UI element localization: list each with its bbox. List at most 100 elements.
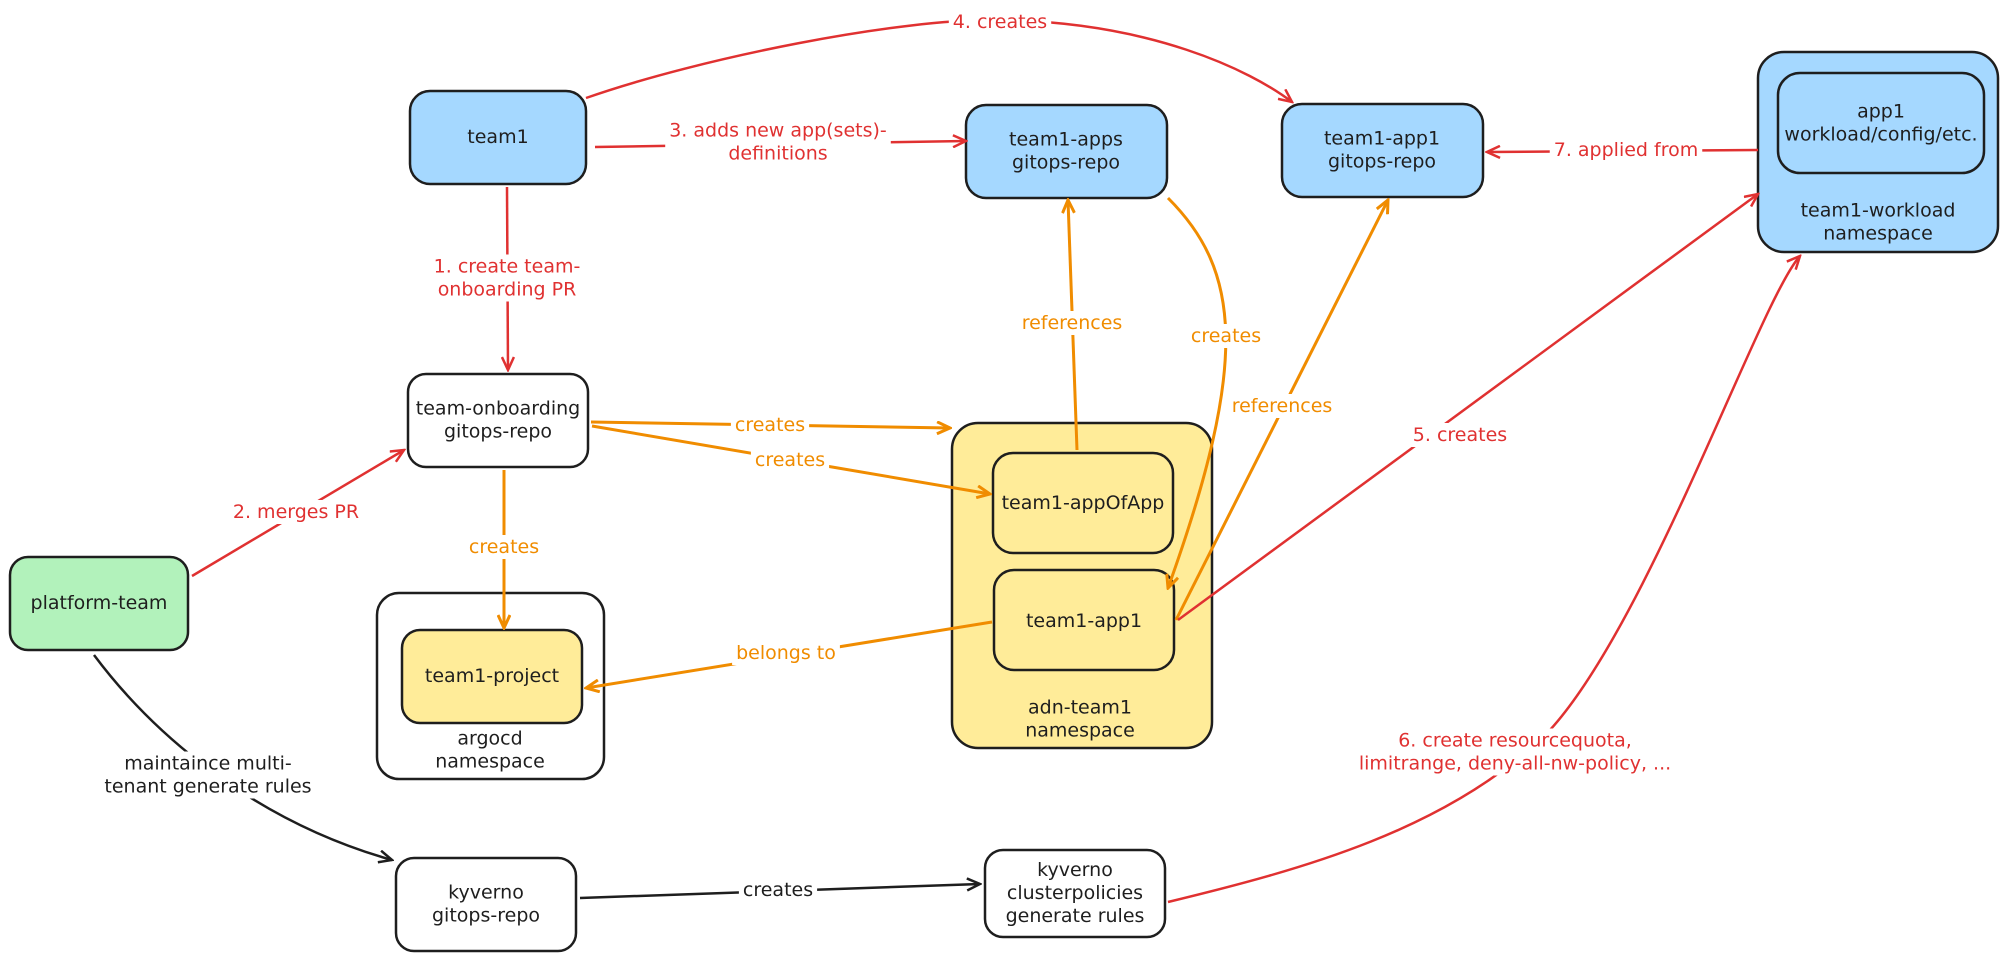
edge-3-adds-label: 3. adds new app(sets)-definitions <box>669 120 887 165</box>
edge-creates-appofapp-label-line-1: creates <box>755 449 825 471</box>
edge-creates-ns-label: creates <box>735 414 805 436</box>
edge-maintaince-label-line-1: maintaince multi- <box>124 753 291 775</box>
argocd-ns-label-line-2: namespace <box>435 751 545 773</box>
edge-6-create-label: 6. create resourcequota,limitrange, deny… <box>1359 730 1671 775</box>
edge-creates-kyverno-label-backdrop <box>738 878 818 902</box>
team1-workload-ns-label-line-1: team1-workload <box>1801 200 1956 222</box>
team1-workload-ns-label-line-2: namespace <box>1823 223 1933 245</box>
adn-team1-ns-label-line-1: adn-team1 <box>1028 697 1132 719</box>
edge-labels-layer: 4. creates 3. adds new app(sets)-definit… <box>100 10 1703 902</box>
kyverno-policies-label-line-1: kyverno <box>1037 859 1113 881</box>
edge-1-create-pr-label-backdrop <box>429 254 585 302</box>
edge-references-app1-label-line-1: references <box>1232 395 1333 417</box>
edge-1-create-pr-label-line-2: onboarding PR <box>438 279 577 301</box>
edge-creates-project-label-line-1: creates <box>469 536 539 558</box>
platform-team-node[interactable] <box>8 555 190 652</box>
edge-creates-from-apps-label-line-1: creates <box>1191 325 1261 347</box>
kyverno-repo-label-line-1: kyverno <box>448 882 524 904</box>
team1-node[interactable] <box>408 89 588 186</box>
argocd-ns-label-line-1: argocd <box>457 728 522 750</box>
edge-belongs-to-label-line-1: belongs to <box>736 642 836 664</box>
edge-1-create-pr-label-line-1: 1. create team- <box>434 256 581 278</box>
team1-appofapp-label: team1-appOfApp <box>1002 492 1165 514</box>
team1-app1-node[interactable] <box>992 568 1176 672</box>
team1-app1-repo-label-line-2: gitops-repo <box>1328 151 1436 173</box>
team-onboarding-gitops-repo-node[interactable] <box>406 372 590 469</box>
edge-maintaince-label-line-2: tenant generate rules <box>104 776 311 798</box>
team1-app1-label: team1-app1 <box>1026 610 1142 632</box>
edge-creates-from-apps-label-backdrop <box>1186 324 1266 348</box>
team1-project-label-line-1: team1-project <box>425 665 559 687</box>
edge-5-creates <box>1177 194 1758 622</box>
edge-2-merges-pr-label-backdrop <box>228 500 364 524</box>
edge-belongs-to-label: belongs to <box>736 642 836 664</box>
namespaces-layer <box>375 50 2000 781</box>
team1-appofapp-label-line-1: team1-appOfApp <box>1002 492 1165 514</box>
edge-5-creates-label: 5. creates <box>1413 424 1507 446</box>
edge-3-adds-label-backdrop <box>665 118 891 166</box>
edge-creates-kyverno-label: creates <box>743 879 813 901</box>
edge-maintaince-label-backdrop <box>100 751 316 799</box>
edge-6-create-label-line-1: 6. create resourcequota, <box>1398 730 1632 752</box>
team-onboarding-label-line-1: team-onboarding <box>416 398 580 420</box>
edge-creates-ns-label-backdrop <box>730 413 810 437</box>
team1-label: team1 <box>467 126 528 148</box>
edge-references-app1-label-backdrop <box>1227 394 1337 418</box>
edge-references-apps-label: references <box>1022 312 1123 334</box>
team1-project-node[interactable] <box>400 628 584 725</box>
app1-workload-label-line-2: workload/config/etc. <box>1784 124 1977 146</box>
edge-creates-kyverno-label-line-1: creates <box>743 879 813 901</box>
edge-5-creates-label-line-1: 5. creates <box>1413 424 1507 446</box>
edge-3-adds-label-line-2: definitions <box>728 143 827 165</box>
kyverno-policies-label-line-2: clusterpolicies <box>1007 882 1143 904</box>
edge-references-apps-label-line-1: references <box>1022 312 1123 334</box>
app1-workload-label-line-1: app1 <box>1857 101 1905 123</box>
team1-label-line-1: team1 <box>467 126 528 148</box>
team1-appofapp-node[interactable] <box>991 451 1175 555</box>
edge-creates-ns-label-line-1: creates <box>735 414 805 436</box>
edge-3-adds-label-line-1: 3. adds new app(sets)- <box>669 120 887 142</box>
adn-team1-ns-label-line-2: namespace <box>1025 720 1135 742</box>
edge-2-merges-pr-label-line-1: 2. merges PR <box>233 501 359 523</box>
nodes-layer <box>8 71 1986 953</box>
team1-apps-label-line-1: team1-apps <box>1009 129 1123 151</box>
edge-7-applied-label-backdrop <box>1549 138 1703 162</box>
app1-workload-node[interactable] <box>1776 71 1986 175</box>
edge-6-create <box>1167 256 1800 904</box>
team1-project-label: team1-project <box>425 665 559 687</box>
kyverno-gitops-repo-node[interactable] <box>394 856 578 953</box>
team1-app1-repo-label-line-1: team1-app1 <box>1324 128 1440 150</box>
edge-7-applied-label: 7. applied from <box>1554 139 1699 161</box>
kyverno-clusterpolicies-node[interactable] <box>983 848 1167 939</box>
team1-apps-label-line-2: gitops-repo <box>1012 152 1120 174</box>
edge-creates-appofapp-label-backdrop <box>750 448 830 472</box>
platform-team-label: platform-team <box>31 592 168 614</box>
edge-4-creates-label-backdrop <box>948 10 1052 34</box>
edge-creates-from-apps-label: creates <box>1191 325 1261 347</box>
edge-creates-project-label-backdrop <box>464 535 544 559</box>
kyverno-repo-label-line-2: gitops-repo <box>432 905 540 927</box>
edge-belongs-to-label-backdrop <box>732 641 840 665</box>
edge-creates-appofapp-label: creates <box>755 449 825 471</box>
edge-1-create-pr-label: 1. create team-onboarding PR <box>434 256 581 301</box>
edge-4-creates-label: 4. creates <box>953 11 1047 33</box>
team1-app1-label-line-1: team1-app1 <box>1026 610 1142 632</box>
edge-2-merges-pr-label: 2. merges PR <box>233 501 359 523</box>
edge-5-creates-label-backdrop <box>1408 423 1512 447</box>
kyverno-policies-label-line-3: generate rules <box>1006 905 1145 927</box>
platform-team-label-line-1: platform-team <box>31 592 168 614</box>
edge-6-create-label-backdrop <box>1354 728 1676 776</box>
team-onboarding-label-line-2: gitops-repo <box>444 421 552 443</box>
